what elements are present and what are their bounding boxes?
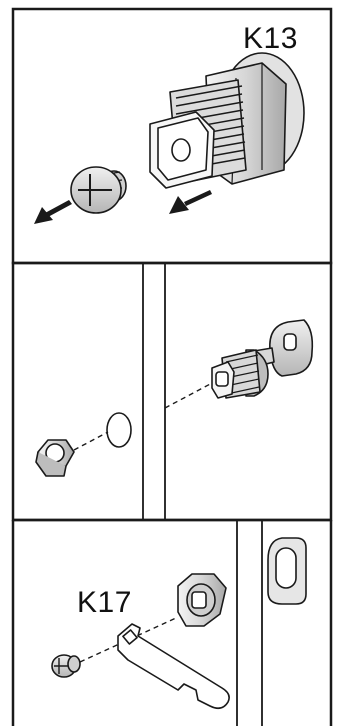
panel-1-label: K13 [243,22,298,56]
panel-edge-3 [237,520,262,726]
key-slot [284,334,296,350]
panel-3-label: K17 [77,586,132,620]
mounting-hole [107,413,131,447]
cam-slot [276,548,296,588]
keyway [172,139,190,161]
panel-edge [143,263,165,520]
panel-3-drawing [52,520,306,726]
panel-2-border [13,263,331,520]
panel-2-drawing [36,263,312,520]
alignment-lines [74,382,214,450]
panel-1-drawing [34,53,304,224]
